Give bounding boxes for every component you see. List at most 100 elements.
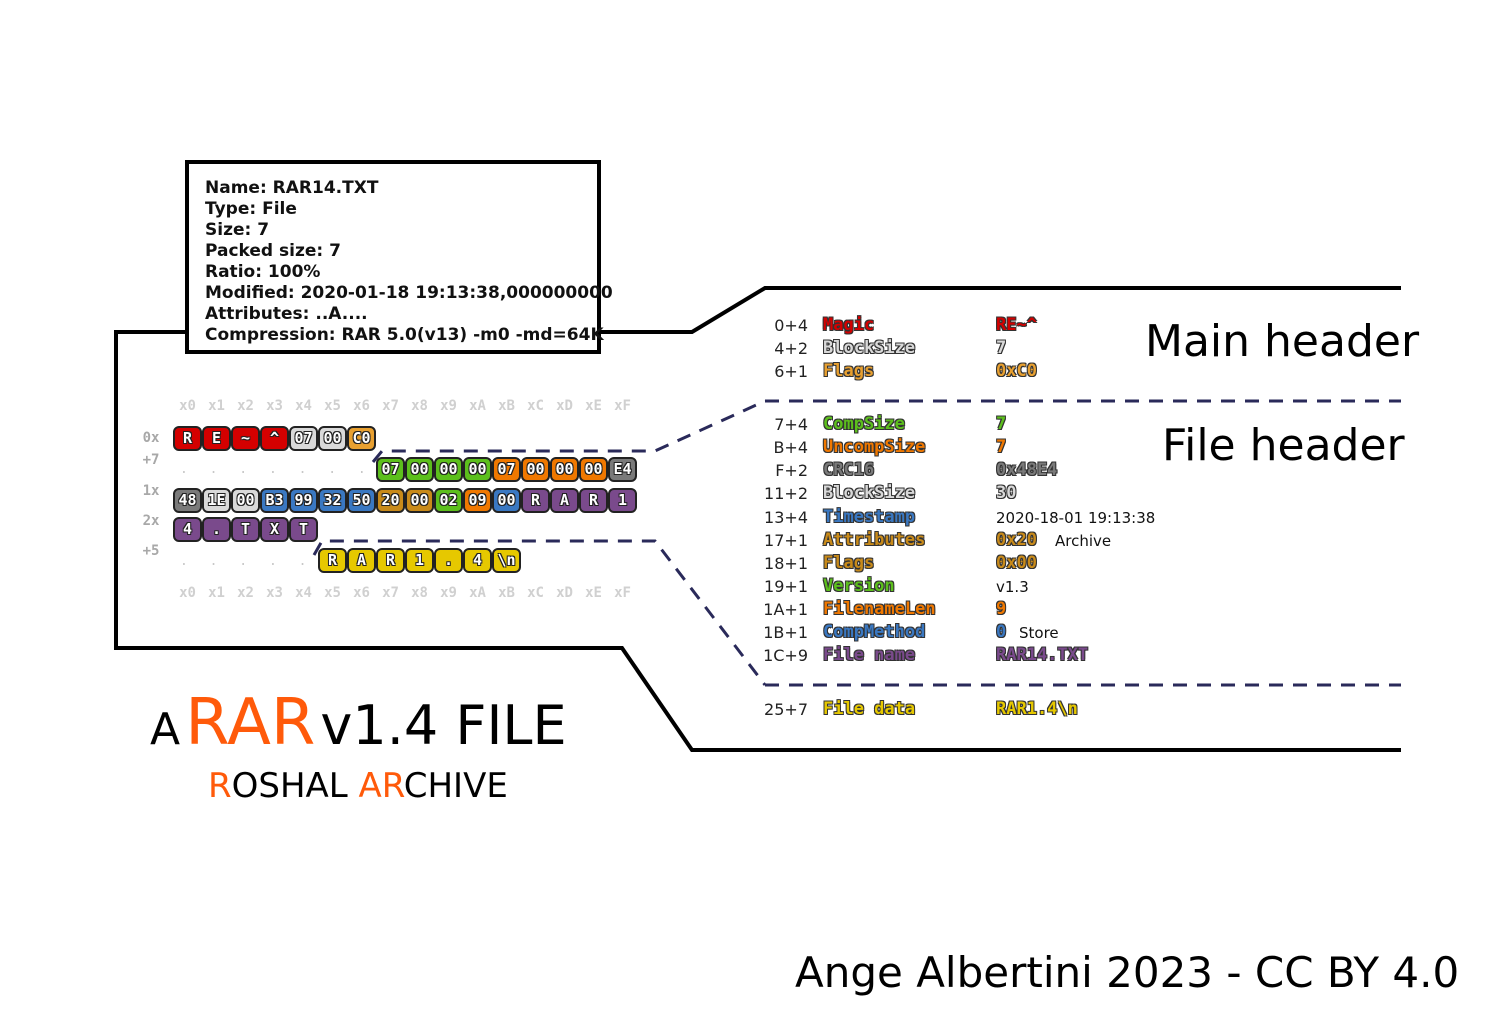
info-packed-size: Packed size: 7: [205, 241, 341, 261]
field-offset: 18+1: [764, 554, 808, 573]
column-label-x7: x7: [382, 585, 399, 601]
column-label-xF: xF: [614, 585, 631, 601]
column-label-x0: x0: [179, 585, 196, 601]
info-size: Size: 7: [205, 220, 270, 240]
column-label-xD: xD: [556, 585, 573, 601]
padding-dots: . . . . . . .: [180, 462, 373, 477]
field-value-note: Archive: [1055, 532, 1112, 550]
hex-byte: \n: [492, 548, 521, 573]
field-offset: B+4: [773, 438, 808, 457]
main-header-title: Main header: [1145, 316, 1420, 367]
column-label-xF: xF: [614, 398, 631, 414]
hex-byte: 1E: [202, 488, 231, 513]
title-rar: RAR: [185, 686, 316, 760]
field-value-note: Store: [1019, 624, 1059, 642]
column-label-x6: x6: [353, 398, 370, 414]
hex-byte: 07: [376, 457, 405, 482]
hex-byte: .: [202, 517, 231, 542]
row-label: 1x: [142, 483, 160, 499]
row-label: 0x: [142, 430, 160, 446]
hex-byte: 09: [463, 488, 492, 513]
field-offset: 6+1: [774, 362, 808, 381]
field-offset: 17+1: [764, 531, 808, 550]
file-info-box: Name: RAR14.TXT Type: File Size: 7 Packe…: [185, 160, 613, 354]
hex-byte: 00: [405, 457, 434, 482]
hex-byte: ~: [231, 426, 260, 451]
column-label-x5: x5: [324, 585, 341, 601]
column-label-x3: x3: [266, 585, 283, 601]
field-offset: 1C+9: [763, 646, 808, 665]
column-label-x2: x2: [237, 398, 254, 414]
column-label-xA: xA: [469, 585, 486, 601]
hex-byte: 07: [289, 426, 318, 451]
field-name: Attributes: [823, 530, 926, 550]
hex-byte: 48: [173, 488, 202, 513]
field-value: 7: [996, 437, 1007, 457]
column-label-x9: x9: [440, 585, 457, 601]
row-label: 2x: [142, 513, 160, 529]
hex-byte: B3: [260, 488, 289, 513]
hex-byte: 99: [289, 488, 318, 513]
column-label-x4: x4: [295, 398, 312, 414]
subtitle-r: R: [208, 766, 232, 806]
field-name: Flags: [823, 361, 875, 381]
column-label-x4: x4: [295, 585, 312, 601]
hex-byte: 00: [434, 457, 463, 482]
info-compression: Compression: RAR 5.0(v13) -m0 -md=64K: [205, 325, 604, 345]
hex-byte: C0: [347, 426, 376, 451]
row-label: +5: [142, 543, 160, 559]
field-name: Version: [823, 576, 895, 596]
hex-byte: 1: [405, 548, 434, 573]
field-name: Timestamp: [823, 507, 916, 527]
column-label-xB: xB: [498, 585, 515, 601]
field-offset: F+2: [775, 461, 808, 480]
hex-byte: 02: [434, 488, 463, 513]
field-name: BlockSize: [823, 483, 916, 503]
row-label: +7: [142, 452, 160, 468]
field-value: 30: [996, 483, 1017, 503]
hex-byte: A: [347, 548, 376, 573]
hex-byte: R: [376, 548, 405, 573]
hex-byte: 4: [463, 548, 492, 573]
hex-byte: E4: [608, 457, 637, 482]
field-offset: 4+2: [774, 339, 808, 358]
subtitle-ar: AR: [358, 766, 404, 806]
column-label-x2: x2: [237, 585, 254, 601]
field-value: 0x48E4: [996, 460, 1058, 480]
hex-byte: T: [289, 517, 318, 542]
column-label-xA: xA: [469, 398, 486, 414]
field-value: 0x20: [996, 530, 1037, 550]
hex-byte: R: [173, 426, 202, 451]
hex-byte: 00: [579, 457, 608, 482]
hex-connector-file-data: [312, 539, 767, 686]
field-value: 2020-18-01 19:13:38: [996, 509, 1156, 527]
column-label-x8: x8: [411, 585, 428, 601]
hex-byte: 00: [463, 457, 492, 482]
field-name: UncompSize: [823, 437, 926, 457]
column-label-xE: xE: [585, 398, 602, 414]
column-label-xD: xD: [556, 398, 573, 414]
hex-byte: T: [231, 517, 260, 542]
hex-byte: 00: [550, 457, 579, 482]
hex-byte: 4: [173, 517, 202, 542]
field-offset: 19+1: [764, 577, 808, 596]
field-name: Flags: [823, 553, 875, 573]
field-name: CompMethod: [823, 622, 926, 642]
field-name: File name: [823, 645, 916, 665]
field-value: RE~^: [996, 315, 1037, 335]
field-name: FilenameLen: [823, 599, 936, 619]
hex-byte: R: [318, 548, 347, 573]
hex-byte: 32: [318, 488, 347, 513]
field-offset: 11+2: [764, 484, 808, 503]
field-value: 7: [996, 414, 1007, 434]
hex-byte: X: [260, 517, 289, 542]
hex-connector-file-header: [371, 399, 766, 463]
hex-byte: ^: [260, 426, 289, 451]
hex-byte: 00: [318, 426, 347, 451]
info-ratio: Ratio: 100%: [205, 262, 321, 282]
field-offset: 7+4: [774, 415, 808, 434]
hex-byte: 00: [231, 488, 260, 513]
field-offset: 25+7: [764, 700, 808, 719]
hex-byte: 50: [347, 488, 376, 513]
